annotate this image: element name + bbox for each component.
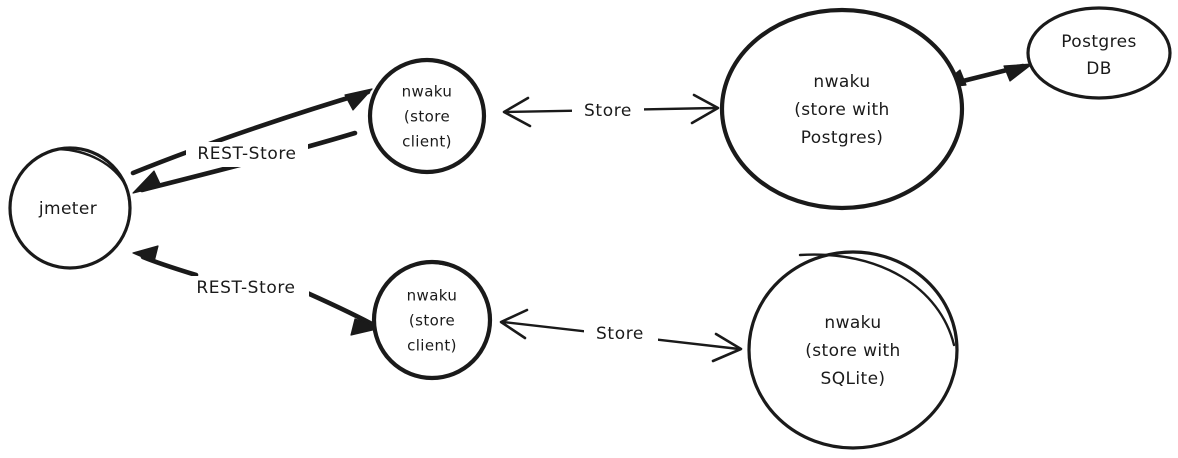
node-nwaku-store-sqlite-label-line-1: nwaku xyxy=(824,313,881,333)
edge-store-bottom-label-backdrop xyxy=(584,322,658,346)
node-nwaku-store-client-top-label-line-2: (store xyxy=(404,108,450,126)
node-nwaku-store-client-top-shape xyxy=(367,57,487,175)
edge-store-bottom-arrowhead-left xyxy=(499,308,529,340)
node-nwaku-store-client-bottom-label-line-3: client) xyxy=(407,337,457,355)
node-nwaku-store-postgres-label-line-1: nwaku xyxy=(813,72,870,92)
edge-rest-store-bottom: REST-Store xyxy=(132,245,382,336)
edge-rest-store-top: REST-Store xyxy=(130,88,373,194)
edge-store-top-arrowhead-left xyxy=(502,96,532,128)
node-nwaku-store-postgres-label-line-2: (store with xyxy=(794,100,890,120)
node-nwaku-store-client-bottom-label-line-2: (store xyxy=(409,312,455,330)
node-nwaku-store-sqlite[interactable]: nwaku (store with SQLite) xyxy=(747,250,959,450)
node-jmeter-label-line-1: jmeter xyxy=(38,199,97,219)
edge-store-bottom-label: Store xyxy=(596,324,644,344)
edge-rest-store-top-arrowhead-left xyxy=(132,170,162,194)
edge-rest-store-top-line-up xyxy=(130,89,371,176)
edge-rest-store-top-arrowhead-right xyxy=(344,88,373,111)
node-nwaku-store-postgres-shape xyxy=(719,7,965,211)
node-postgres-db-label-line-1: Postgres xyxy=(1061,32,1137,52)
node-postgres-db[interactable]: Postgres DB xyxy=(1026,6,1172,100)
edge-rest-store-bottom-arrowhead-left xyxy=(132,245,159,263)
node-nwaku-store-sqlite-sketch-overstroke xyxy=(798,253,956,347)
node-jmeter-sketch-overstroke xyxy=(56,147,128,188)
node-jmeter-shape xyxy=(8,146,132,270)
node-nwaku-store-sqlite-shape xyxy=(747,250,959,450)
node-nwaku-store-client-top-label-line-3: client) xyxy=(402,133,452,151)
node-postgres-db-shape xyxy=(1026,6,1172,100)
edge-store-top-label-backdrop xyxy=(572,99,644,123)
edge-store-bottom: Store xyxy=(499,308,743,363)
node-nwaku-store-client-top[interactable]: nwaku (store client) xyxy=(367,57,487,175)
node-jmeter[interactable]: jmeter xyxy=(8,146,132,270)
node-nwaku-store-postgres[interactable]: nwaku (store with Postgres) xyxy=(719,7,965,211)
node-nwaku-store-sqlite-label-line-2: (store with xyxy=(805,341,901,361)
node-nwaku-store-client-bottom-label-line-1: nwaku xyxy=(407,287,458,305)
edge-store-top-arrowhead-right xyxy=(690,93,720,125)
edge-rest-store-bottom-arrowhead-right xyxy=(350,318,382,336)
edge-rest-store-bottom-label-backdrop xyxy=(185,276,309,301)
node-postgres-db-label-line-2: DB xyxy=(1086,59,1112,79)
node-nwaku-store-client-bottom[interactable]: nwaku (store client) xyxy=(371,259,493,381)
node-nwaku-store-sqlite-label-line-3: SQLite) xyxy=(821,369,886,389)
edge-store-top-label: Store xyxy=(584,101,632,121)
edge-rest-store-top-label: REST-Store xyxy=(197,144,296,164)
node-nwaku-store-client-top-label-line-1: nwaku xyxy=(402,83,453,101)
node-nwaku-store-client-bottom-sketch-overstroke xyxy=(416,261,468,275)
edge-rest-store-top-label-backdrop xyxy=(186,142,308,167)
edge-rest-store-bottom-label: REST-Store xyxy=(196,278,295,298)
node-nwaku-store-postgres-label-line-3: Postgres) xyxy=(801,128,884,148)
edge-store-bottom-arrowhead-right xyxy=(711,332,743,363)
edge-postgres-db-arrowhead-right xyxy=(1003,63,1033,82)
edge-store-top: Store xyxy=(502,93,720,128)
